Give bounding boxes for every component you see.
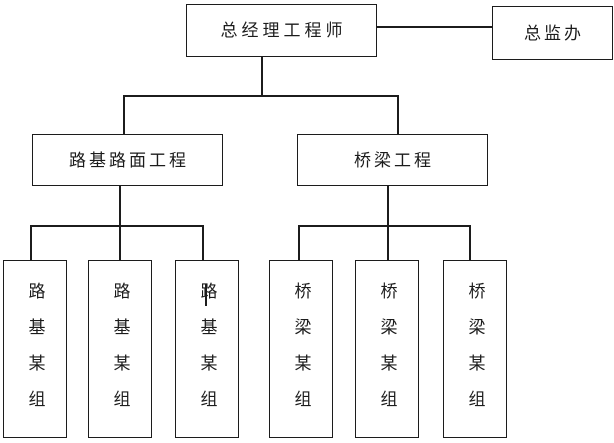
node-bridge-engineering[interactable]: 桥梁工程	[297, 134, 488, 186]
node-bridge-group-1[interactable]: 桥梁某组	[269, 260, 333, 438]
connector-level1-horizontal	[123, 95, 399, 97]
node-label: 桥梁某组	[377, 282, 397, 426]
node-label: 路基某组	[25, 282, 45, 426]
connector-drop-leaf-1	[30, 225, 32, 261]
node-label: 桥梁工程	[354, 150, 434, 170]
node-general-manager-engineer[interactable]: 总经理工程师	[186, 4, 377, 57]
connector-root-to-supervisor	[377, 26, 492, 28]
connector-drop-leaf-5	[387, 225, 389, 261]
connector-drop-leaf-4	[298, 225, 300, 261]
connector-drop-leaf-6	[469, 225, 471, 261]
connector-branch-right-down	[387, 186, 389, 226]
text-cursor	[205, 284, 207, 306]
node-bridge-group-3[interactable]: 桥梁某组	[443, 260, 507, 438]
node-label: 路基某组	[110, 282, 130, 426]
connector-drop-leaf-3	[202, 225, 204, 261]
node-label: 路基路面工程	[69, 150, 189, 170]
connector-branch-left-down	[119, 186, 121, 226]
connector-root-down	[261, 57, 263, 95]
connector-right-distributor	[298, 225, 470, 227]
node-label: 桥梁某组	[291, 282, 311, 426]
node-roadbed-group-1[interactable]: 路基某组	[3, 260, 67, 438]
node-roadbed-group-3[interactable]: 路基某组	[175, 260, 239, 438]
connector-drop-leaf-2	[119, 225, 121, 261]
connector-drop-branch-right	[397, 95, 399, 135]
node-bridge-group-2[interactable]: 桥梁某组	[355, 260, 419, 438]
node-label: 总经理工程师	[220, 21, 347, 40]
connector-drop-branch-left	[123, 95, 125, 135]
node-roadbed-group-2[interactable]: 路基某组	[88, 260, 152, 438]
node-roadbed-pavement-engineering[interactable]: 路基路面工程	[32, 134, 223, 186]
node-label: 桥梁某组	[465, 282, 485, 426]
node-chief-supervisor-office[interactable]: 总监办	[492, 6, 613, 60]
node-label: 路基某组	[197, 282, 217, 426]
node-label: 总监办	[524, 23, 584, 43]
connector-left-distributor	[30, 225, 204, 227]
